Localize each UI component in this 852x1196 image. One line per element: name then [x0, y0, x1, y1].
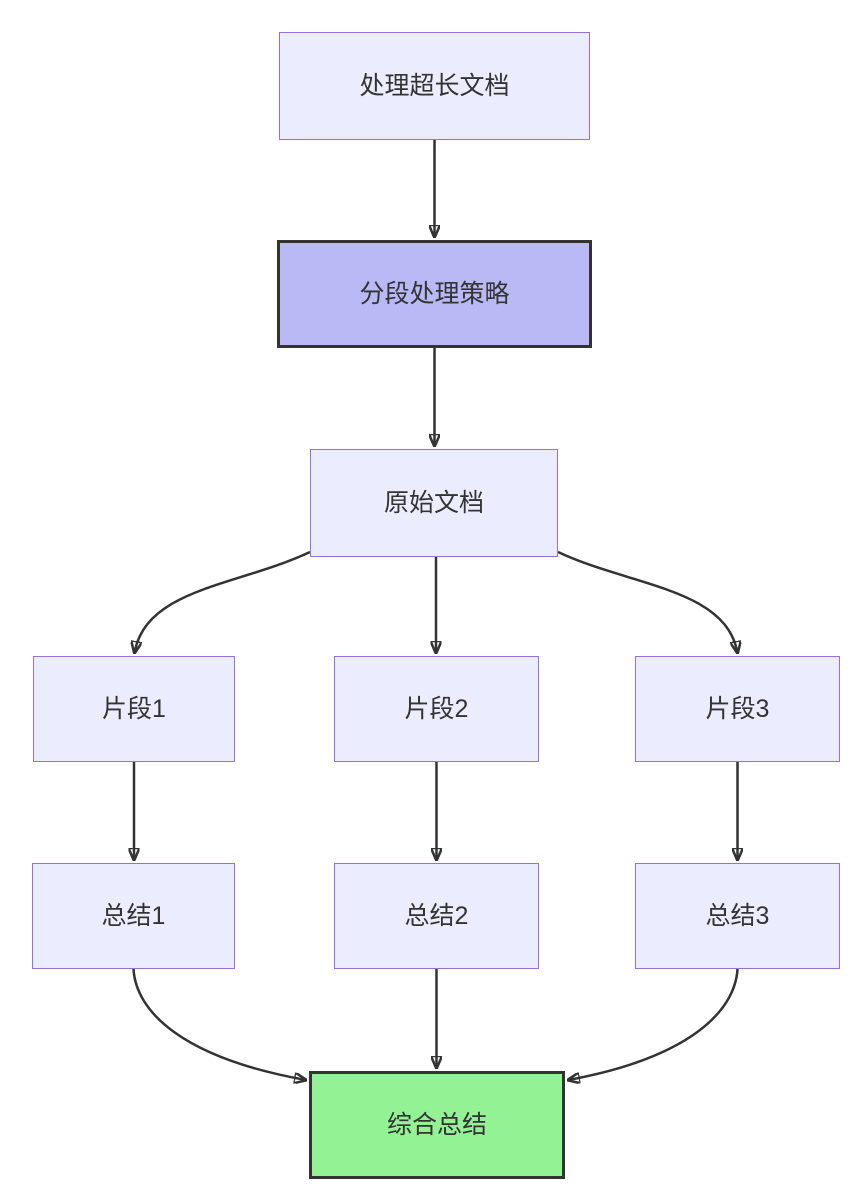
edge-c-d1: [135, 550, 311, 653]
edge-c-d3: [557, 550, 738, 653]
node-label: 总结3: [705, 902, 770, 930]
node-label: 分段处理策略: [359, 280, 510, 308]
node-original-doc: 原始文档: [310, 449, 558, 557]
node-label: 原始文档: [383, 489, 484, 517]
node-label: 综合总结: [386, 1111, 487, 1139]
node-fragment-1: 片段1: [33, 656, 235, 762]
node-label: 片段2: [404, 695, 469, 723]
node-label: 片段1: [102, 695, 166, 723]
node-fragment-3: 片段3: [635, 656, 840, 762]
edge-s1-z: [132, 968, 307, 1080]
node-label: 处理超长文档: [359, 72, 510, 100]
node-summary-2: 总结2: [334, 863, 539, 969]
node-fragment-2: 片段2: [334, 656, 539, 762]
node-summary-1: 总结1: [32, 863, 235, 969]
edge-s3-z: [568, 968, 739, 1080]
node-label: 总结2: [404, 902, 469, 930]
node-summary-3: 总结3: [635, 863, 840, 969]
node-label: 片段3: [705, 695, 770, 723]
node-label: 总结1: [101, 902, 166, 930]
node-segment-strategy: 分段处理策略: [277, 240, 592, 348]
node-final-summary: 综合总结: [309, 1071, 565, 1179]
node-process-long-doc: 处理超长文档: [279, 32, 590, 140]
